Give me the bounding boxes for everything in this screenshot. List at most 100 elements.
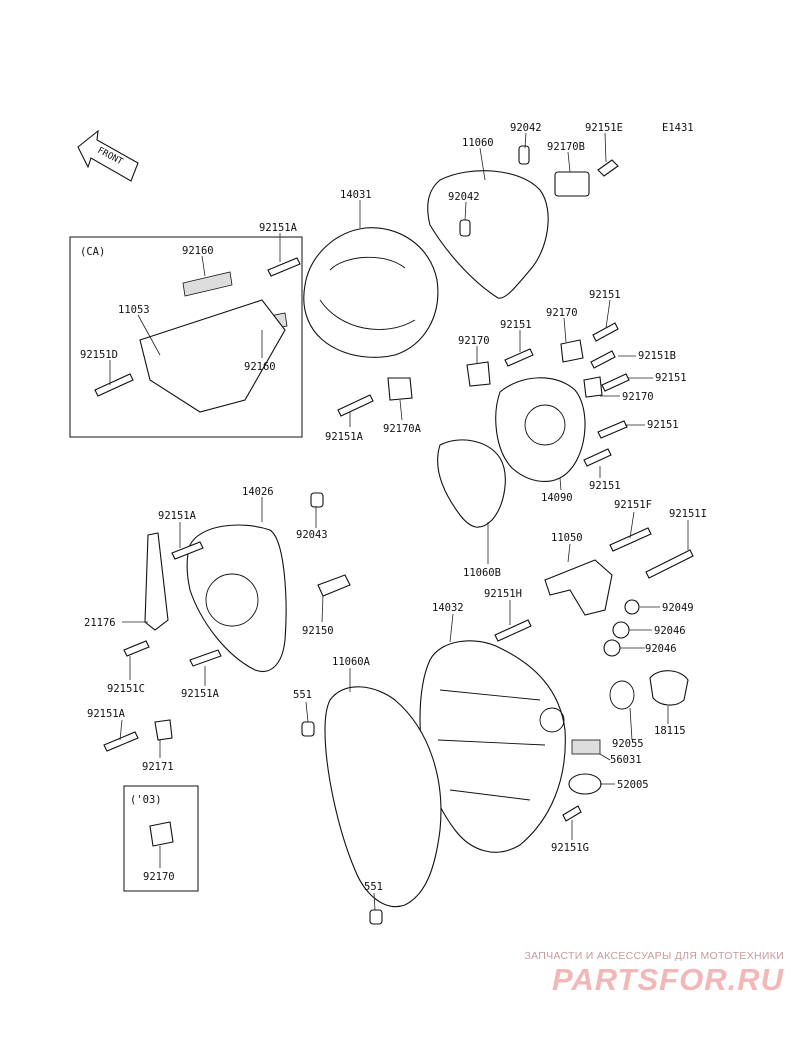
part-label: 92151A — [259, 222, 298, 234]
part-label: 92042 — [448, 191, 480, 203]
part-label: 92170 — [458, 335, 490, 347]
sensor-21176 — [144, 532, 169, 631]
clamp-92170a — [387, 377, 413, 401]
oil-seal-52005 — [568, 773, 602, 795]
part-label: 551 — [293, 689, 312, 701]
clutch-cover-14090 — [495, 377, 586, 482]
part-label: 92170A — [383, 423, 422, 435]
part-label: 92151I — [669, 508, 707, 520]
part-label: 92170 — [622, 391, 654, 403]
part-label: 92151H — [484, 588, 522, 600]
seal-92049 — [624, 599, 640, 615]
part-label: 14031 — [340, 189, 372, 201]
plate-11053 — [139, 299, 286, 413]
oring-92046-b — [603, 639, 621, 657]
part-label: 11053 — [118, 304, 150, 316]
part-label: 92043 — [296, 529, 328, 541]
ca-box-label: (CA) — [80, 246, 105, 258]
clamp-92170-4 — [149, 821, 174, 847]
bolt-92151e — [597, 159, 619, 177]
part-label: 92151G — [551, 842, 589, 854]
part-label: 92151A — [87, 708, 126, 720]
part-label: 92151F — [614, 499, 652, 511]
part-label: 92170B — [547, 141, 585, 153]
part-label: 92170 — [546, 307, 578, 319]
clutch-cover-14032 — [419, 640, 566, 853]
bolt-92151c — [123, 640, 150, 657]
part-label: 11050 — [551, 532, 583, 544]
leader-lines — [109, 132, 689, 911]
year-03-variant-box — [123, 785, 199, 892]
dowel-pin-92042-a — [518, 145, 530, 165]
part-label: 92151A — [181, 688, 220, 700]
bolt-92151d — [94, 373, 134, 397]
front-direction-arrow: FRONT — [77, 129, 139, 182]
dowel-pin-551-a — [301, 721, 315, 737]
oring-92055 — [609, 680, 635, 710]
part-label: 92151D — [80, 349, 118, 361]
oring-92046-a — [612, 621, 630, 639]
shaft-92150 — [317, 574, 351, 597]
plug-18115 — [649, 670, 689, 706]
part-label: 92151 — [589, 480, 621, 492]
part-label: 92151B — [638, 350, 676, 362]
part-label: 92046 — [654, 625, 686, 637]
bolt-92151i — [645, 549, 694, 579]
watermark-tagline: ЗАПЧАСТИ И АКСЕССУАРЫ ДЛЯ МОТОТЕХНИКИ — [524, 950, 784, 962]
cover-14026 — [186, 524, 287, 672]
part-label: 92042 — [510, 122, 542, 134]
dowel-pin-92042-b — [459, 219, 471, 237]
part-label: 92151 — [655, 372, 687, 384]
bolt-92151-5 — [583, 448, 612, 467]
part-label: 92151E — [585, 122, 623, 134]
part-label: 52005 — [617, 779, 649, 791]
clamp-92170-1 — [466, 361, 491, 387]
part-label: 11060A — [332, 656, 371, 668]
part-label: 92151 — [500, 319, 532, 331]
part-label: 21176 — [84, 617, 116, 629]
part-label: 14032 — [432, 602, 464, 614]
bolt-92151b — [590, 350, 616, 369]
bolt-92151a-3 — [171, 541, 204, 560]
bolt-92151-2 — [592, 322, 619, 342]
part-label: 18115 — [654, 725, 686, 737]
part-label: 14026 — [242, 486, 274, 498]
pin-92043 — [310, 492, 324, 508]
part-label: 551 — [364, 881, 383, 893]
part-label: 92151C — [107, 683, 145, 695]
part-label: 92049 — [662, 602, 694, 614]
clip-92171 — [154, 719, 173, 741]
part-number-labels: 92042 92151E 11060 92170B 92042 14031 92… — [80, 122, 707, 893]
part-label: 92160 — [182, 245, 214, 257]
part-label: 92171 — [142, 761, 174, 773]
pad-92160-a — [182, 271, 233, 297]
diagram-code: E1431 — [662, 122, 694, 134]
dowel-pin-551-b — [369, 909, 383, 925]
part-label: 14090 — [541, 492, 573, 504]
bolt-92151-3 — [601, 373, 630, 392]
part-label: 92151 — [589, 289, 621, 301]
part-label: 92151 — [647, 419, 679, 431]
bolt-92151-1 — [504, 348, 534, 367]
part-label: 11060 — [462, 137, 494, 149]
gasket-11060b — [437, 439, 506, 528]
part-label: 92151A — [158, 510, 197, 522]
watermark-logo: PARTSFOR.RU — [551, 962, 784, 997]
bolt-92151h — [494, 619, 532, 642]
bracket-11050 — [544, 559, 613, 616]
part-label: 92046 — [645, 643, 677, 655]
gasket-11060 — [427, 170, 549, 299]
part-label: 56031 — [610, 754, 642, 766]
gasket-11060a — [324, 686, 442, 908]
generator-cover-14031 — [303, 227, 439, 358]
clamp-92170b — [554, 171, 590, 197]
bolt-92151f — [609, 527, 652, 552]
ca-variant-box — [69, 236, 303, 438]
part-label: 92151A — [325, 431, 364, 443]
clamp-92170-3 — [583, 376, 603, 398]
clamp-92170-2 — [560, 339, 584, 363]
bolt-92151-4 — [597, 420, 628, 439]
bolt-92151a-2 — [337, 394, 374, 417]
label-56031 — [571, 739, 601, 755]
bolt-92151g — [562, 805, 582, 822]
